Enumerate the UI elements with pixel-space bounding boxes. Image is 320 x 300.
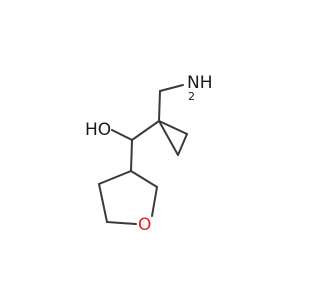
amine-h-count: 2 <box>188 90 195 103</box>
atom-labels: NH 2 HO O <box>85 73 213 235</box>
amine-label: NH <box>187 73 213 93</box>
bond-cp1-cp2 <box>177 133 188 156</box>
bond-choh-oh <box>111 129 133 141</box>
bond-c5-o <box>106 221 137 225</box>
bond-cp2-cq <box>158 120 179 156</box>
bond-cq-choh <box>131 120 160 141</box>
bond-c3-c4 <box>98 170 132 185</box>
bond-o-c2 <box>151 186 158 217</box>
hydroxyl-label: HO <box>85 120 111 140</box>
bond-choh-c3 <box>130 139 133 172</box>
ring-oxygen-label: O <box>138 215 151 235</box>
bond-n-ch2 <box>159 84 184 92</box>
bond-cq-cp1 <box>158 120 188 135</box>
structure-diagram: NH 2 HO O <box>85 73 213 235</box>
bond-c2-c3 <box>130 170 158 188</box>
bond-ch2-cq <box>158 90 161 122</box>
bond-c4-c5 <box>98 183 108 223</box>
bonds <box>98 84 188 225</box>
